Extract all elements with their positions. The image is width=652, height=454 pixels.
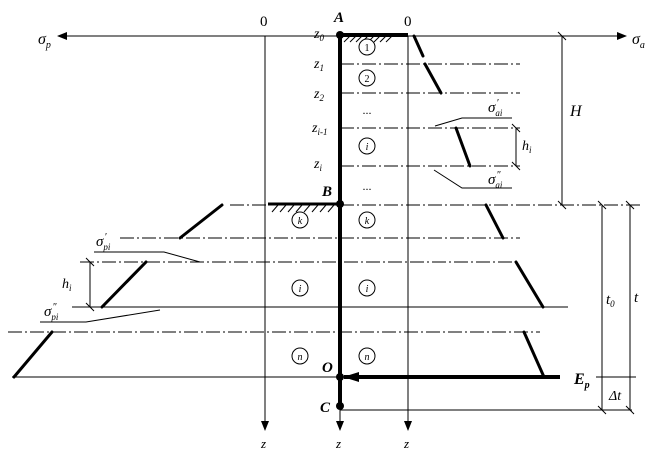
- level-z0: z0: [313, 27, 324, 43]
- layer-n-label-right: n: [365, 352, 370, 363]
- point-A-label: A: [333, 10, 344, 26]
- layer-i-label-upper: i: [366, 142, 369, 153]
- point-C-label: C: [320, 400, 331, 416]
- layer-1-label: 1: [365, 43, 370, 54]
- z-label-center: z: [335, 436, 341, 451]
- sigma-pi-dprime-label: σpi″: [44, 302, 59, 322]
- layer-2-label: 2: [365, 74, 370, 85]
- point-O-dot: [336, 373, 344, 381]
- zero-right-label: 0: [404, 14, 412, 30]
- layer-ellipsis-lower: ...: [363, 179, 372, 193]
- dim-H-label: H: [569, 103, 583, 120]
- layer-n-circle-right: [358, 347, 376, 365]
- layer-markers: [291, 38, 376, 365]
- z-label-right: z: [403, 436, 409, 451]
- layer-k-circle-left: [291, 211, 309, 229]
- solid-lines: [12, 306, 632, 411]
- layer-2-circle: [358, 69, 376, 87]
- point-A-dot: [336, 31, 344, 39]
- layer-k-circle-right: [358, 211, 376, 229]
- level-zi: zi: [313, 157, 322, 173]
- sigma-pi-prime-label: σpi′: [96, 232, 111, 252]
- level-zi-1: zi-1: [311, 121, 327, 137]
- layer-i-circle-upper: [358, 137, 376, 155]
- layer-n-circle-left: [291, 347, 309, 365]
- retaining-wall: [268, 33, 408, 406]
- level-z2: z2: [313, 87, 324, 103]
- layer-n-label-left: n: [298, 352, 303, 363]
- sigma-ai-dprime-label: σai″: [488, 170, 503, 190]
- dim-hi-right-label: hi: [522, 139, 532, 155]
- dim-hi-left-label: hi: [62, 277, 72, 293]
- zero-left-label: 0: [260, 14, 268, 30]
- layer-i-circle-left: [291, 279, 309, 297]
- layer-i-circle-right: [358, 279, 376, 297]
- layer-k-label-right: k: [365, 216, 370, 227]
- layer-boundaries: [8, 63, 640, 333]
- point-B-dot: [336, 200, 344, 208]
- point-C-dot: [336, 402, 344, 410]
- layer-1-circle: [358, 38, 376, 56]
- force-Ep-label: Ep: [573, 371, 590, 391]
- dim-t-label: t: [634, 290, 639, 306]
- dimension-lines: [85, 31, 636, 415]
- layer-ellipsis-upper: ...: [363, 103, 372, 117]
- layer-i-label-right: i: [366, 284, 369, 295]
- sigma-p-label: σp: [38, 31, 51, 51]
- passive-pressure-diagram: [12, 203, 224, 379]
- z-label-left: z: [260, 436, 266, 451]
- active-pressure-diagram: [412, 34, 546, 379]
- sigma-a-label: σa: [632, 31, 645, 51]
- leader-lines: [40, 117, 512, 323]
- level-z1: z1: [313, 57, 324, 73]
- dim-t0-label: t0: [606, 292, 615, 309]
- dim-delta-t-label: Δt: [608, 389, 622, 404]
- layer-i-label-left: i: [299, 284, 302, 295]
- point-O-label: O: [322, 360, 333, 376]
- sigma-ai-prime-label: σai′: [488, 98, 503, 118]
- z-axes: [261, 36, 412, 431]
- layer-k-label-left: k: [298, 216, 303, 227]
- point-B-label: B: [321, 184, 332, 200]
